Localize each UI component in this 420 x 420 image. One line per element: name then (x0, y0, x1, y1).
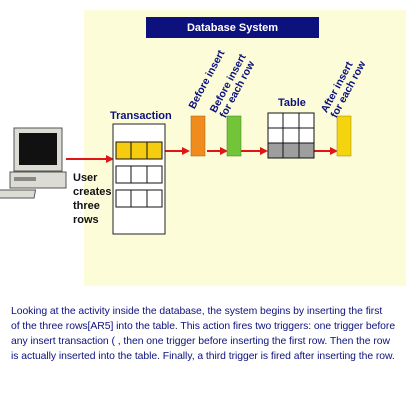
computer-icon (0, 127, 67, 199)
trigger-after-insert-each-row (336, 115, 352, 157)
caption-line: Looking at the activity inside the datab… (11, 306, 383, 317)
trigger-before-insert-each-row (226, 115, 242, 157)
caption-line: is actually inserted into the table. Fin… (11, 351, 395, 362)
user-creates-rows-text: User creates three rows (73, 172, 112, 226)
transaction-label: Transaction (110, 110, 172, 122)
table-label: Table (278, 97, 306, 109)
caption: Looking at the activity inside the datab… (11, 304, 416, 364)
diagram-title: Database System (146, 17, 319, 38)
trigger-before-insert (190, 115, 206, 157)
caption-line: of the three rows[AR5] into the table. T… (11, 321, 396, 332)
transaction-box (112, 123, 166, 235)
caption-line: any insert transaction ( , then one trig… (11, 336, 390, 347)
table-grid (267, 112, 315, 159)
